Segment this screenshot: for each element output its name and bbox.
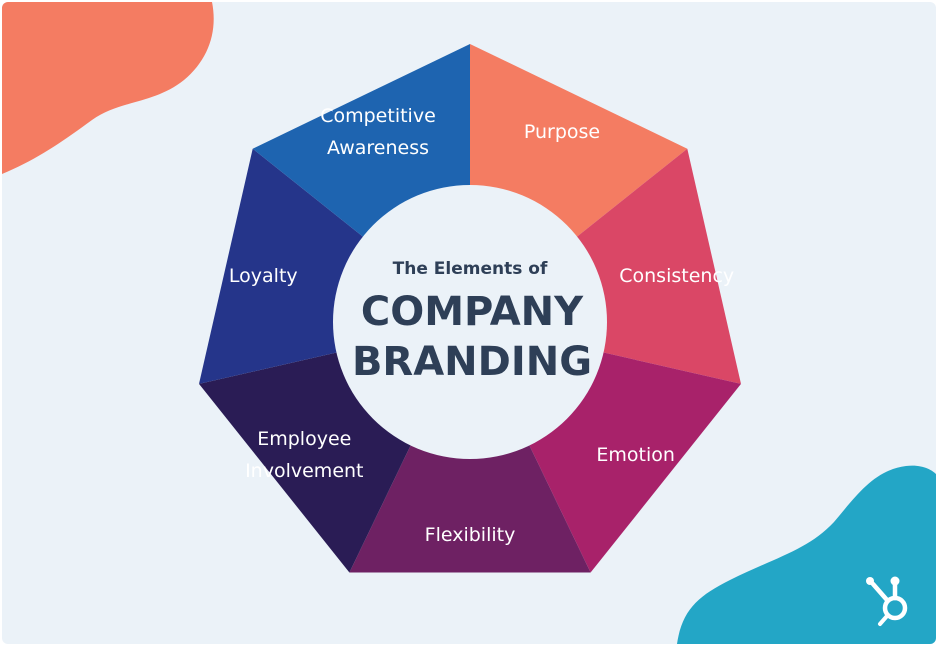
segment-label-flexibility: Flexibility xyxy=(425,524,516,546)
center-circle xyxy=(333,185,607,459)
segment-label-consistency: Consistency xyxy=(619,265,734,287)
segment-label-line: Emotion xyxy=(596,444,675,466)
segment-label-line: Loyalty xyxy=(229,265,298,287)
segment-label-line: Consistency xyxy=(619,265,734,287)
segment-label-purpose: Purpose xyxy=(524,121,600,143)
center-subtitle: The Elements of xyxy=(393,259,548,279)
segment-label-loyalty: Loyalty xyxy=(229,265,298,287)
segment-label-line: Involvement xyxy=(245,460,363,482)
segment-label-line: Awareness xyxy=(327,137,429,159)
segment-label-line: Purpose xyxy=(524,121,600,143)
hubspot-sprocket-icon xyxy=(866,576,908,626)
segment-label-line: Competitive xyxy=(320,105,436,127)
segment-label-emotion: Emotion xyxy=(596,444,675,466)
center-title-company: COMPANY xyxy=(361,289,584,335)
top-left-blob xyxy=(2,2,214,174)
segment-label-line: Flexibility xyxy=(425,524,516,546)
segment-label-line: Employee xyxy=(257,428,351,450)
center-title-branding: BRANDING xyxy=(352,339,592,385)
bottom-right-blob xyxy=(677,465,936,644)
